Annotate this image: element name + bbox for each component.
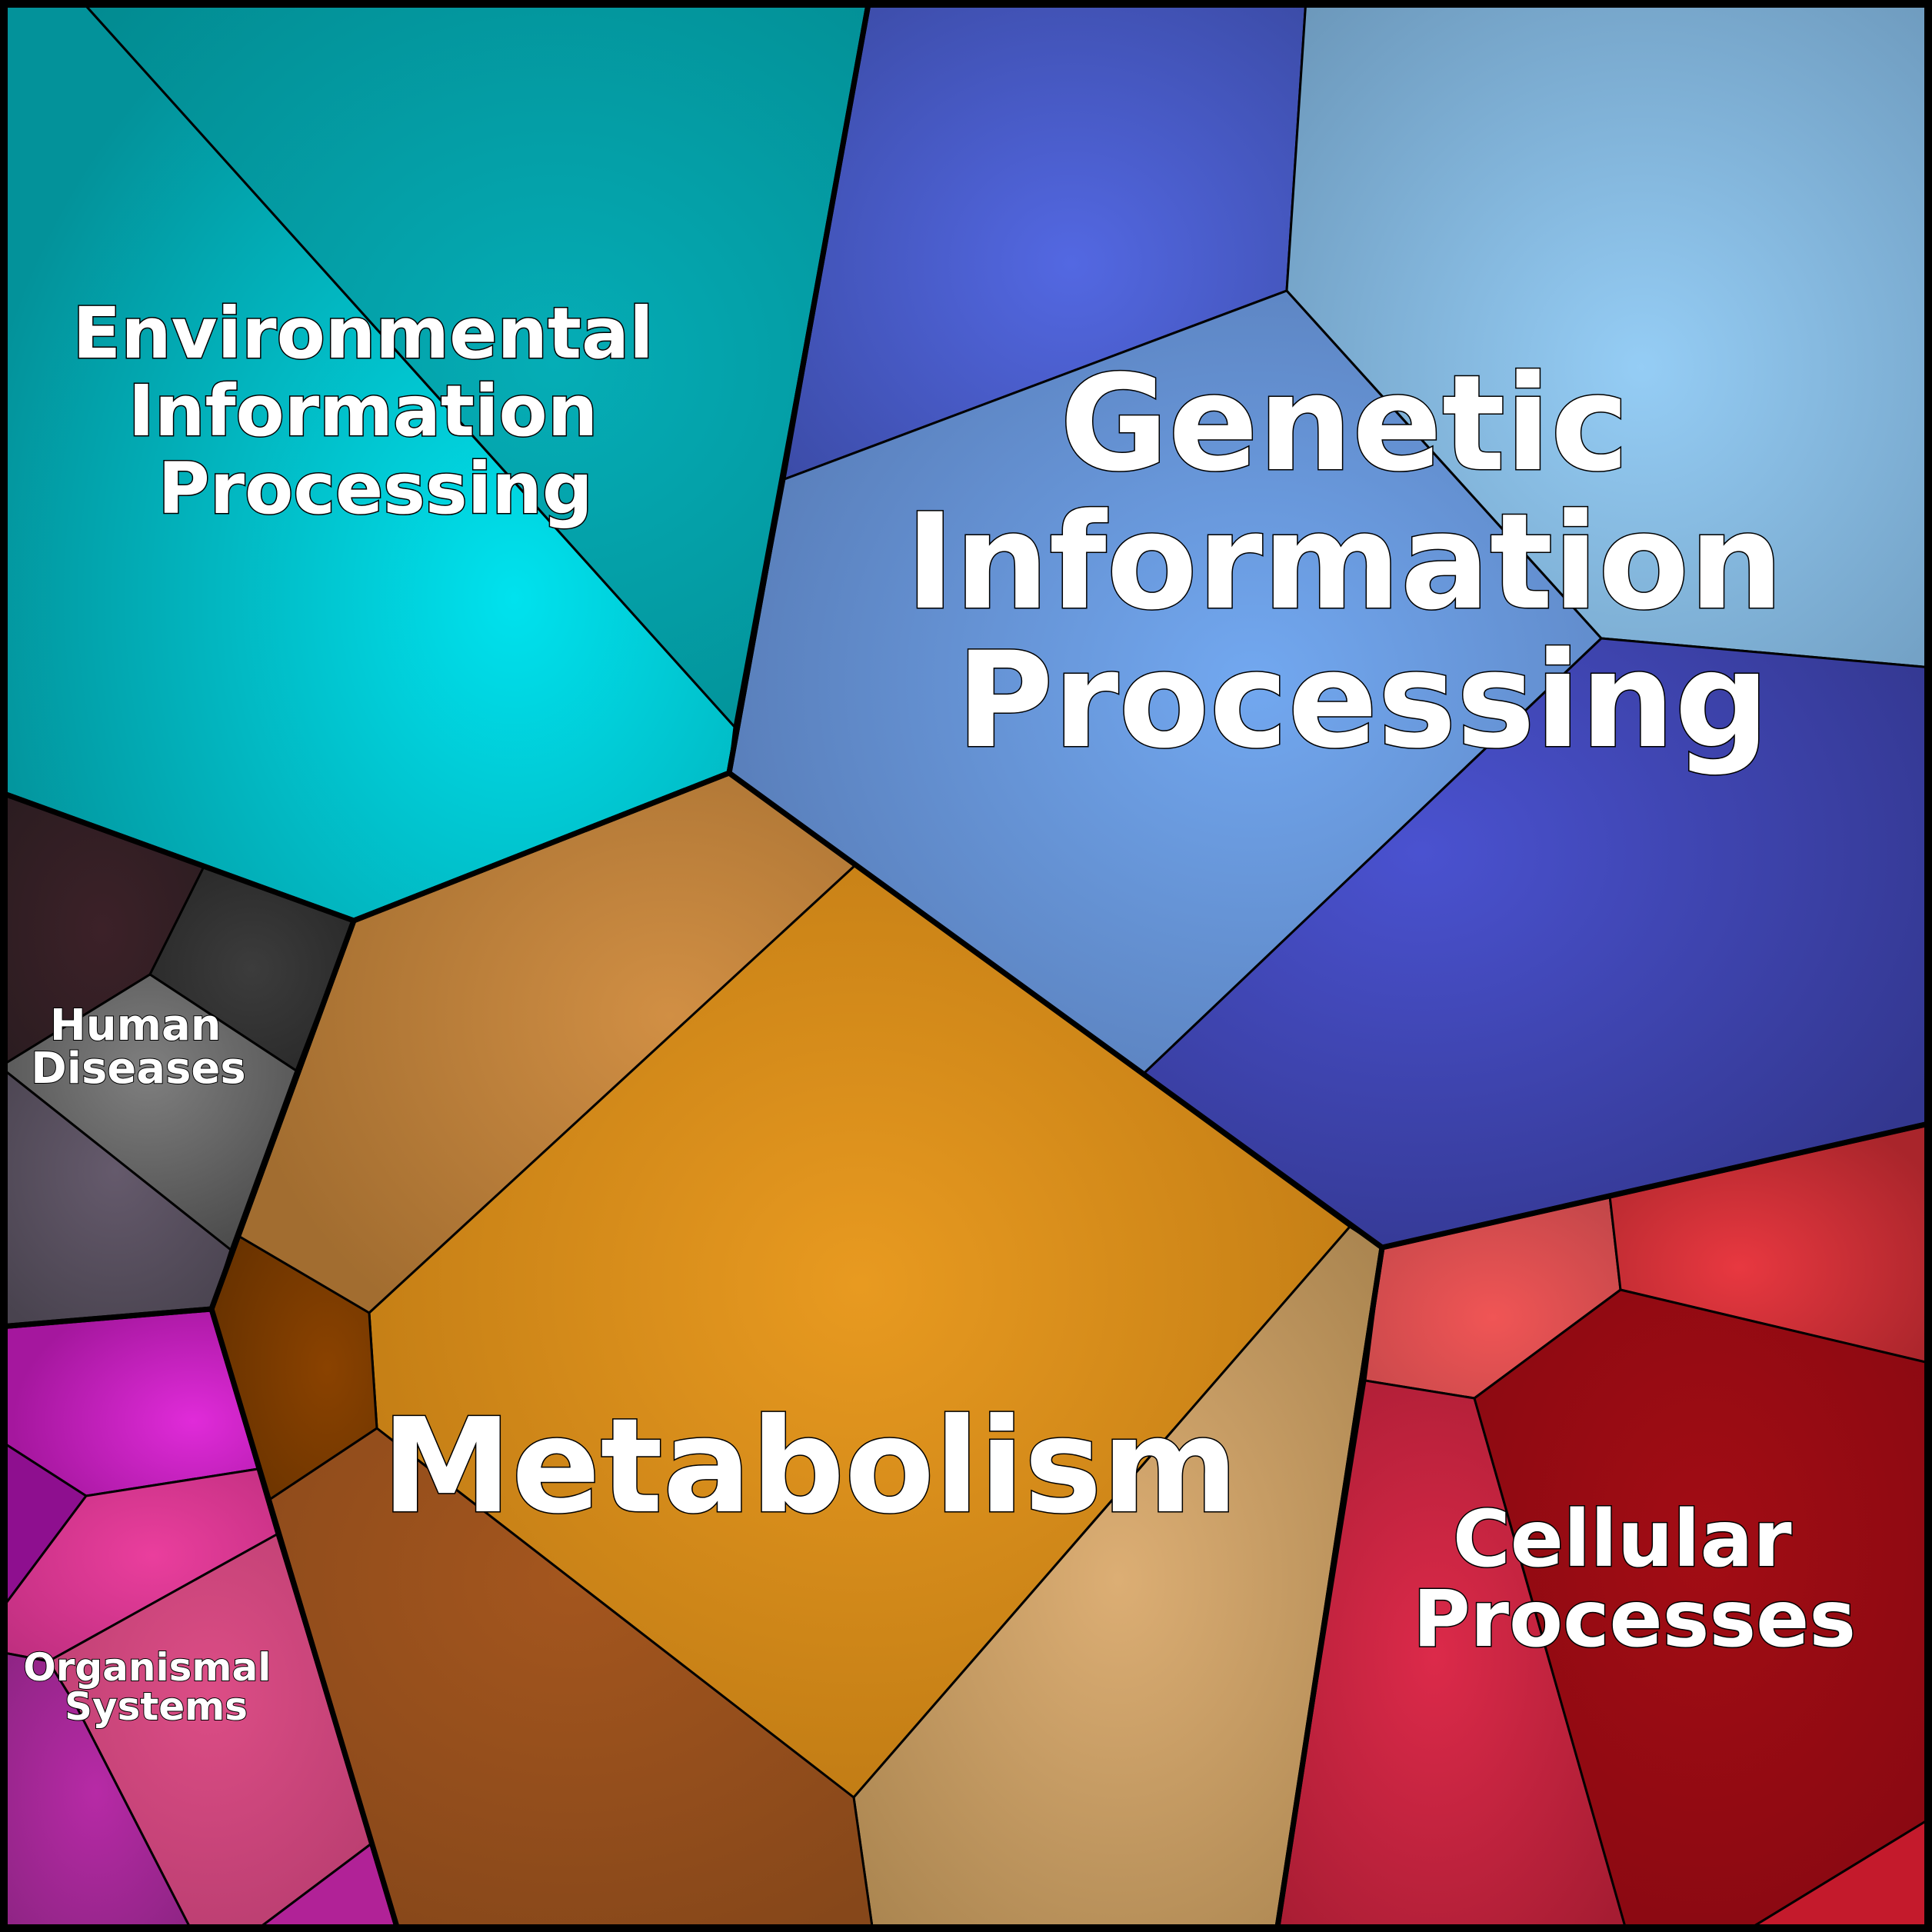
label-environmental-information-processing: Environmental Information Processing (72, 292, 678, 530)
cell-cp-dark (1473, 1288, 1932, 1932)
region-organismal-systems (0, 1307, 400, 1932)
region-human-diseases (0, 791, 355, 1328)
region-cellular-processes (1275, 1121, 1932, 1932)
label-human-diseases: Human Diseases (31, 1001, 245, 1094)
label-genetic-information-processing: Genetic Information Processing (905, 346, 1829, 778)
region-genetic-information-processing (728, 0, 1932, 1249)
label-cellular-processes: Cellular Processes (1413, 1494, 1856, 1665)
boundary-cellular-processes (1274, 1120, 1932, 1932)
cell-os-purple (0, 1651, 194, 1932)
label-metabolism: Metabolism (381, 1391, 1238, 1543)
cell-cp-corner (1743, 1816, 1932, 1932)
label-organismal-systems: Organismal Systems (23, 1645, 285, 1729)
boundary-organismal-systems (0, 1306, 401, 1932)
